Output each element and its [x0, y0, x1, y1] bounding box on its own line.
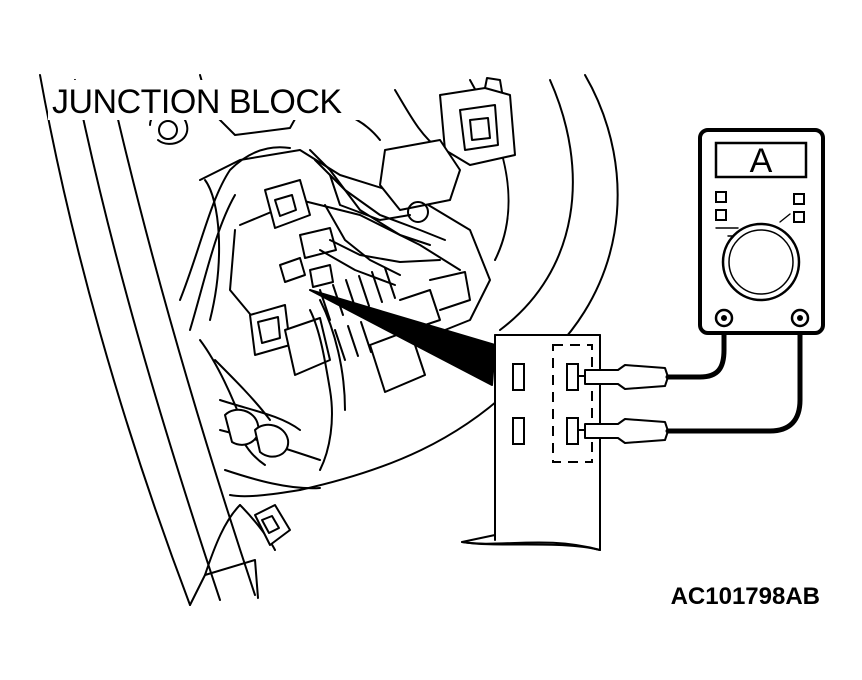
terminal-slot [566, 417, 579, 445]
multimeter: A [698, 128, 825, 335]
figure-id-label: AC101798AB [671, 583, 820, 610]
upper-connector [439, 77, 516, 166]
enlarged-connector-view [461, 334, 601, 551]
test-lead-upper [665, 319, 727, 380]
terminal-slot [566, 363, 579, 391]
meter-button [793, 193, 805, 205]
meter-dial [721, 222, 801, 302]
test-lead-lower [665, 319, 803, 434]
meter-button [793, 211, 805, 223]
test-probe-lower [577, 418, 669, 444]
wiring-harness [179, 139, 461, 551]
detail-callout-pointer [309, 289, 496, 386]
meter-button [715, 209, 727, 221]
multimeter-display [714, 141, 808, 179]
multimeter-display-symbol: A [750, 142, 773, 180]
test-probe-upper [577, 364, 669, 390]
meter-button [715, 191, 727, 203]
terminal-slot [512, 417, 525, 445]
terminal-slot [512, 363, 525, 391]
component-label: JUNCTION BLOCK [52, 83, 342, 121]
